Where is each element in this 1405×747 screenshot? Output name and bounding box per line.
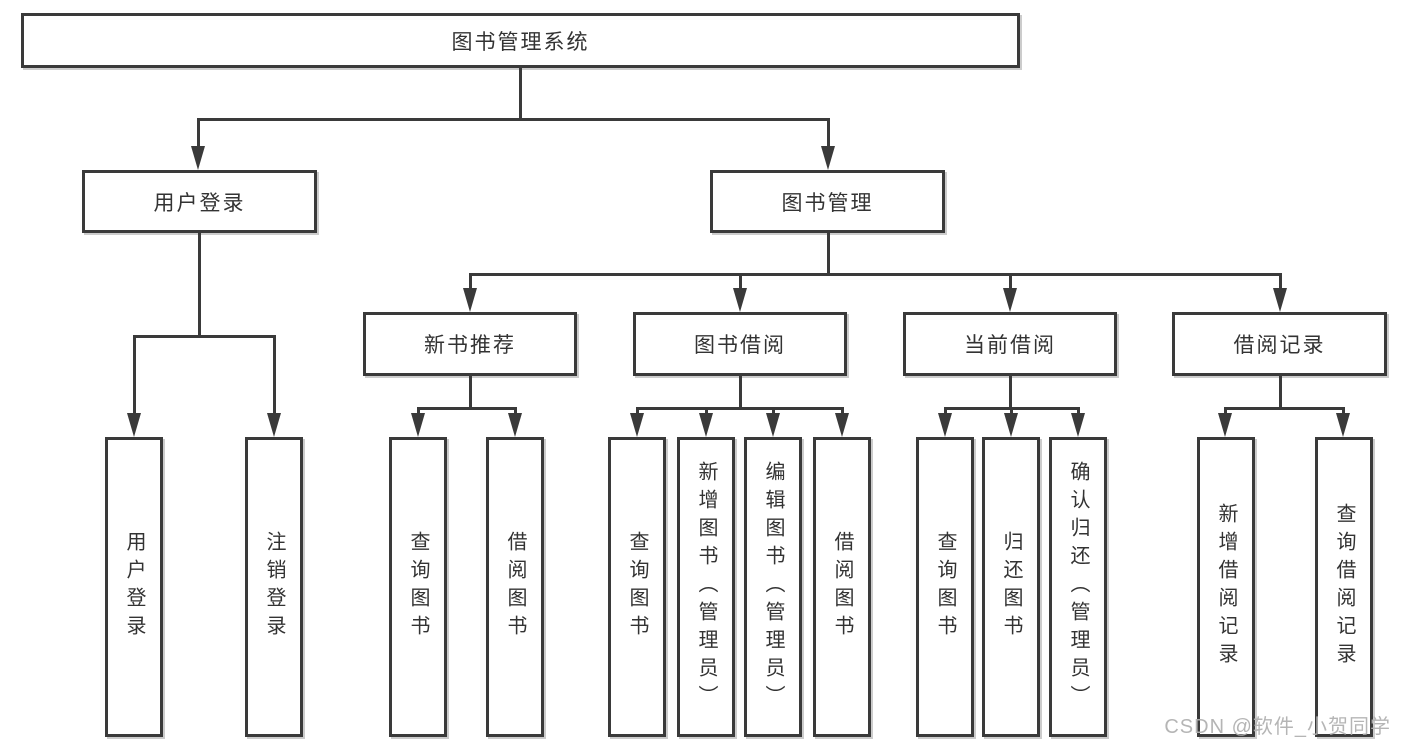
leaf-query-borrow-record: 查询借阅记录 [1315,437,1373,737]
connector-bar-root-to-level2 [196,118,830,121]
node-label: 编辑图书（管理员） [762,461,784,713]
connector-arrowhead-book-borrow-to-leaves-2 [766,413,780,437]
node-label: 图书借阅 [694,334,786,357]
connector-arrowhead-root-to-level2-0 [191,146,205,170]
node-label: 查询图书 [407,531,429,643]
node-label: 确认归还（管理员） [1067,461,1089,713]
connector-arrowhead-book-mgmt-to-sections-2 [1003,288,1017,312]
connector-stem-current-borrow-to-leaves [1008,376,1012,410]
connector-drop-user-login-to-leaves-1 [272,335,276,415]
connector-stem-root-to-level2 [518,68,522,121]
connector-drop-book-mgmt-to-sections-3 [1278,273,1282,290]
connector-drop-borrow-records-to-leaves-1 [1341,407,1345,415]
node-user-login-group: 用户登录 [82,170,317,233]
connector-arrowhead-root-to-level2-1 [821,146,835,170]
connector-drop-book-borrow-to-leaves-1 [704,407,708,415]
node-current-borrowing: 当前借阅 [903,312,1117,376]
connector-arrowhead-current-borrow-to-leaves-1 [1004,413,1018,437]
node-label: 新书推荐 [424,334,516,357]
connector-drop-book-borrow-to-leaves-3 [840,407,844,415]
node-label: 查询图书 [626,531,648,643]
node-label: 用户登录 [123,531,145,643]
node-label: 新增图书（管理员） [695,461,717,713]
leaf-query-books-1: 查询图书 [389,437,447,737]
connector-stem-borrow-records-to-leaves [1278,376,1282,410]
leaf-query-books-2: 查询图书 [608,437,666,737]
leaf-edit-books-admin: 编辑图书（管理员） [744,437,802,737]
leaf-return-books: 归还图书 [982,437,1040,737]
connector-bar-new-book-rec-to-leaves [416,407,517,410]
connector-bar-book-mgmt-to-sections [468,273,1282,276]
connector-arrowhead-book-borrow-to-leaves-1 [699,413,713,437]
connector-drop-book-mgmt-to-sections-0 [468,273,472,290]
connector-drop-new-book-rec-to-leaves-0 [416,407,420,415]
connector-arrowhead-book-borrow-to-leaves-0 [630,413,644,437]
connector-arrowhead-borrow-records-to-leaves-0 [1218,413,1232,437]
node-label: 借阅记录 [1233,334,1326,357]
node-book-management-group: 图书管理 [710,170,945,233]
connector-arrowhead-user-login-to-leaves-0 [127,413,141,437]
connector-arrowhead-current-borrow-to-leaves-2 [1071,413,1085,437]
leaf-add-borrow-record: 新增借阅记录 [1197,437,1255,737]
node-borrowing-records: 借阅记录 [1172,312,1387,376]
connector-drop-current-borrow-to-leaves-2 [1076,407,1080,415]
connector-arrowhead-borrow-records-to-leaves-1 [1336,413,1350,437]
node-label: 用户登录 [153,191,246,215]
node-label: 借阅图书 [831,531,853,643]
node-label: 图书管理 [781,191,874,215]
connector-arrowhead-current-borrow-to-leaves-0 [938,413,952,437]
node-label: 借阅图书 [504,531,526,643]
node-label: 归还图书 [1000,531,1022,643]
connector-stem-user-login-to-leaves [197,233,201,338]
connector-drop-root-to-level2-0 [196,118,200,148]
leaf-logout: 注销登录 [245,437,303,737]
connector-bar-borrow-records-to-leaves [1223,407,1345,410]
connector-drop-user-login-to-leaves-0 [132,335,136,415]
node-label: 注销登录 [263,531,285,643]
connector-bar-user-login-to-leaves [132,335,276,338]
node-label: 当前借阅 [964,334,1056,357]
connector-bar-book-borrow-to-leaves [635,407,844,410]
connector-arrowhead-book-mgmt-to-sections-3 [1273,288,1287,312]
node-label: 查询图书 [934,531,956,643]
node-label: 新增借阅记录 [1215,503,1237,671]
connector-stem-new-book-rec-to-leaves [468,376,472,410]
connector-drop-book-borrow-to-leaves-0 [635,407,639,415]
connector-drop-current-borrow-to-leaves-1 [1009,407,1013,415]
leaf-user-login: 用户登录 [105,437,163,737]
connector-arrowhead-user-login-to-leaves-1 [267,413,281,437]
connector-stem-book-borrow-to-leaves [738,376,742,410]
connector-arrowhead-book-mgmt-to-sections-1 [733,288,747,312]
node-book-management-system: 图书管理系统 [21,13,1020,68]
connector-arrowhead-book-mgmt-to-sections-0 [463,288,477,312]
connector-drop-new-book-rec-to-leaves-1 [513,407,517,415]
connector-drop-book-borrow-to-leaves-2 [771,407,775,415]
node-new-book-recommendation: 新书推荐 [363,312,577,376]
leaf-add-books-admin: 新增图书（管理员） [677,437,735,737]
leaf-confirm-return-admin: 确认归还（管理员） [1049,437,1107,737]
connector-drop-current-borrow-to-leaves-0 [943,407,947,415]
watermark: CSDN @软件_小贺同学 [1164,716,1391,738]
connector-drop-borrow-records-to-leaves-0 [1223,407,1227,415]
leaf-borrow-books-1: 借阅图书 [486,437,544,737]
connector-drop-root-to-level2-1 [826,118,830,148]
connector-arrowhead-new-book-rec-to-leaves-1 [508,413,522,437]
connector-stem-book-mgmt-to-sections [826,233,830,276]
connector-arrowhead-book-borrow-to-leaves-3 [835,413,849,437]
node-label: 查询借阅记录 [1333,503,1355,671]
node-book-borrowing: 图书借阅 [633,312,847,376]
connector-arrowhead-new-book-rec-to-leaves-0 [411,413,425,437]
connector-drop-book-mgmt-to-sections-1 [738,273,742,290]
connector-drop-book-mgmt-to-sections-2 [1008,273,1012,290]
leaf-borrow-books-2: 借阅图书 [813,437,871,737]
node-label: 图书管理系统 [451,30,590,54]
leaf-query-books-3: 查询图书 [916,437,974,737]
